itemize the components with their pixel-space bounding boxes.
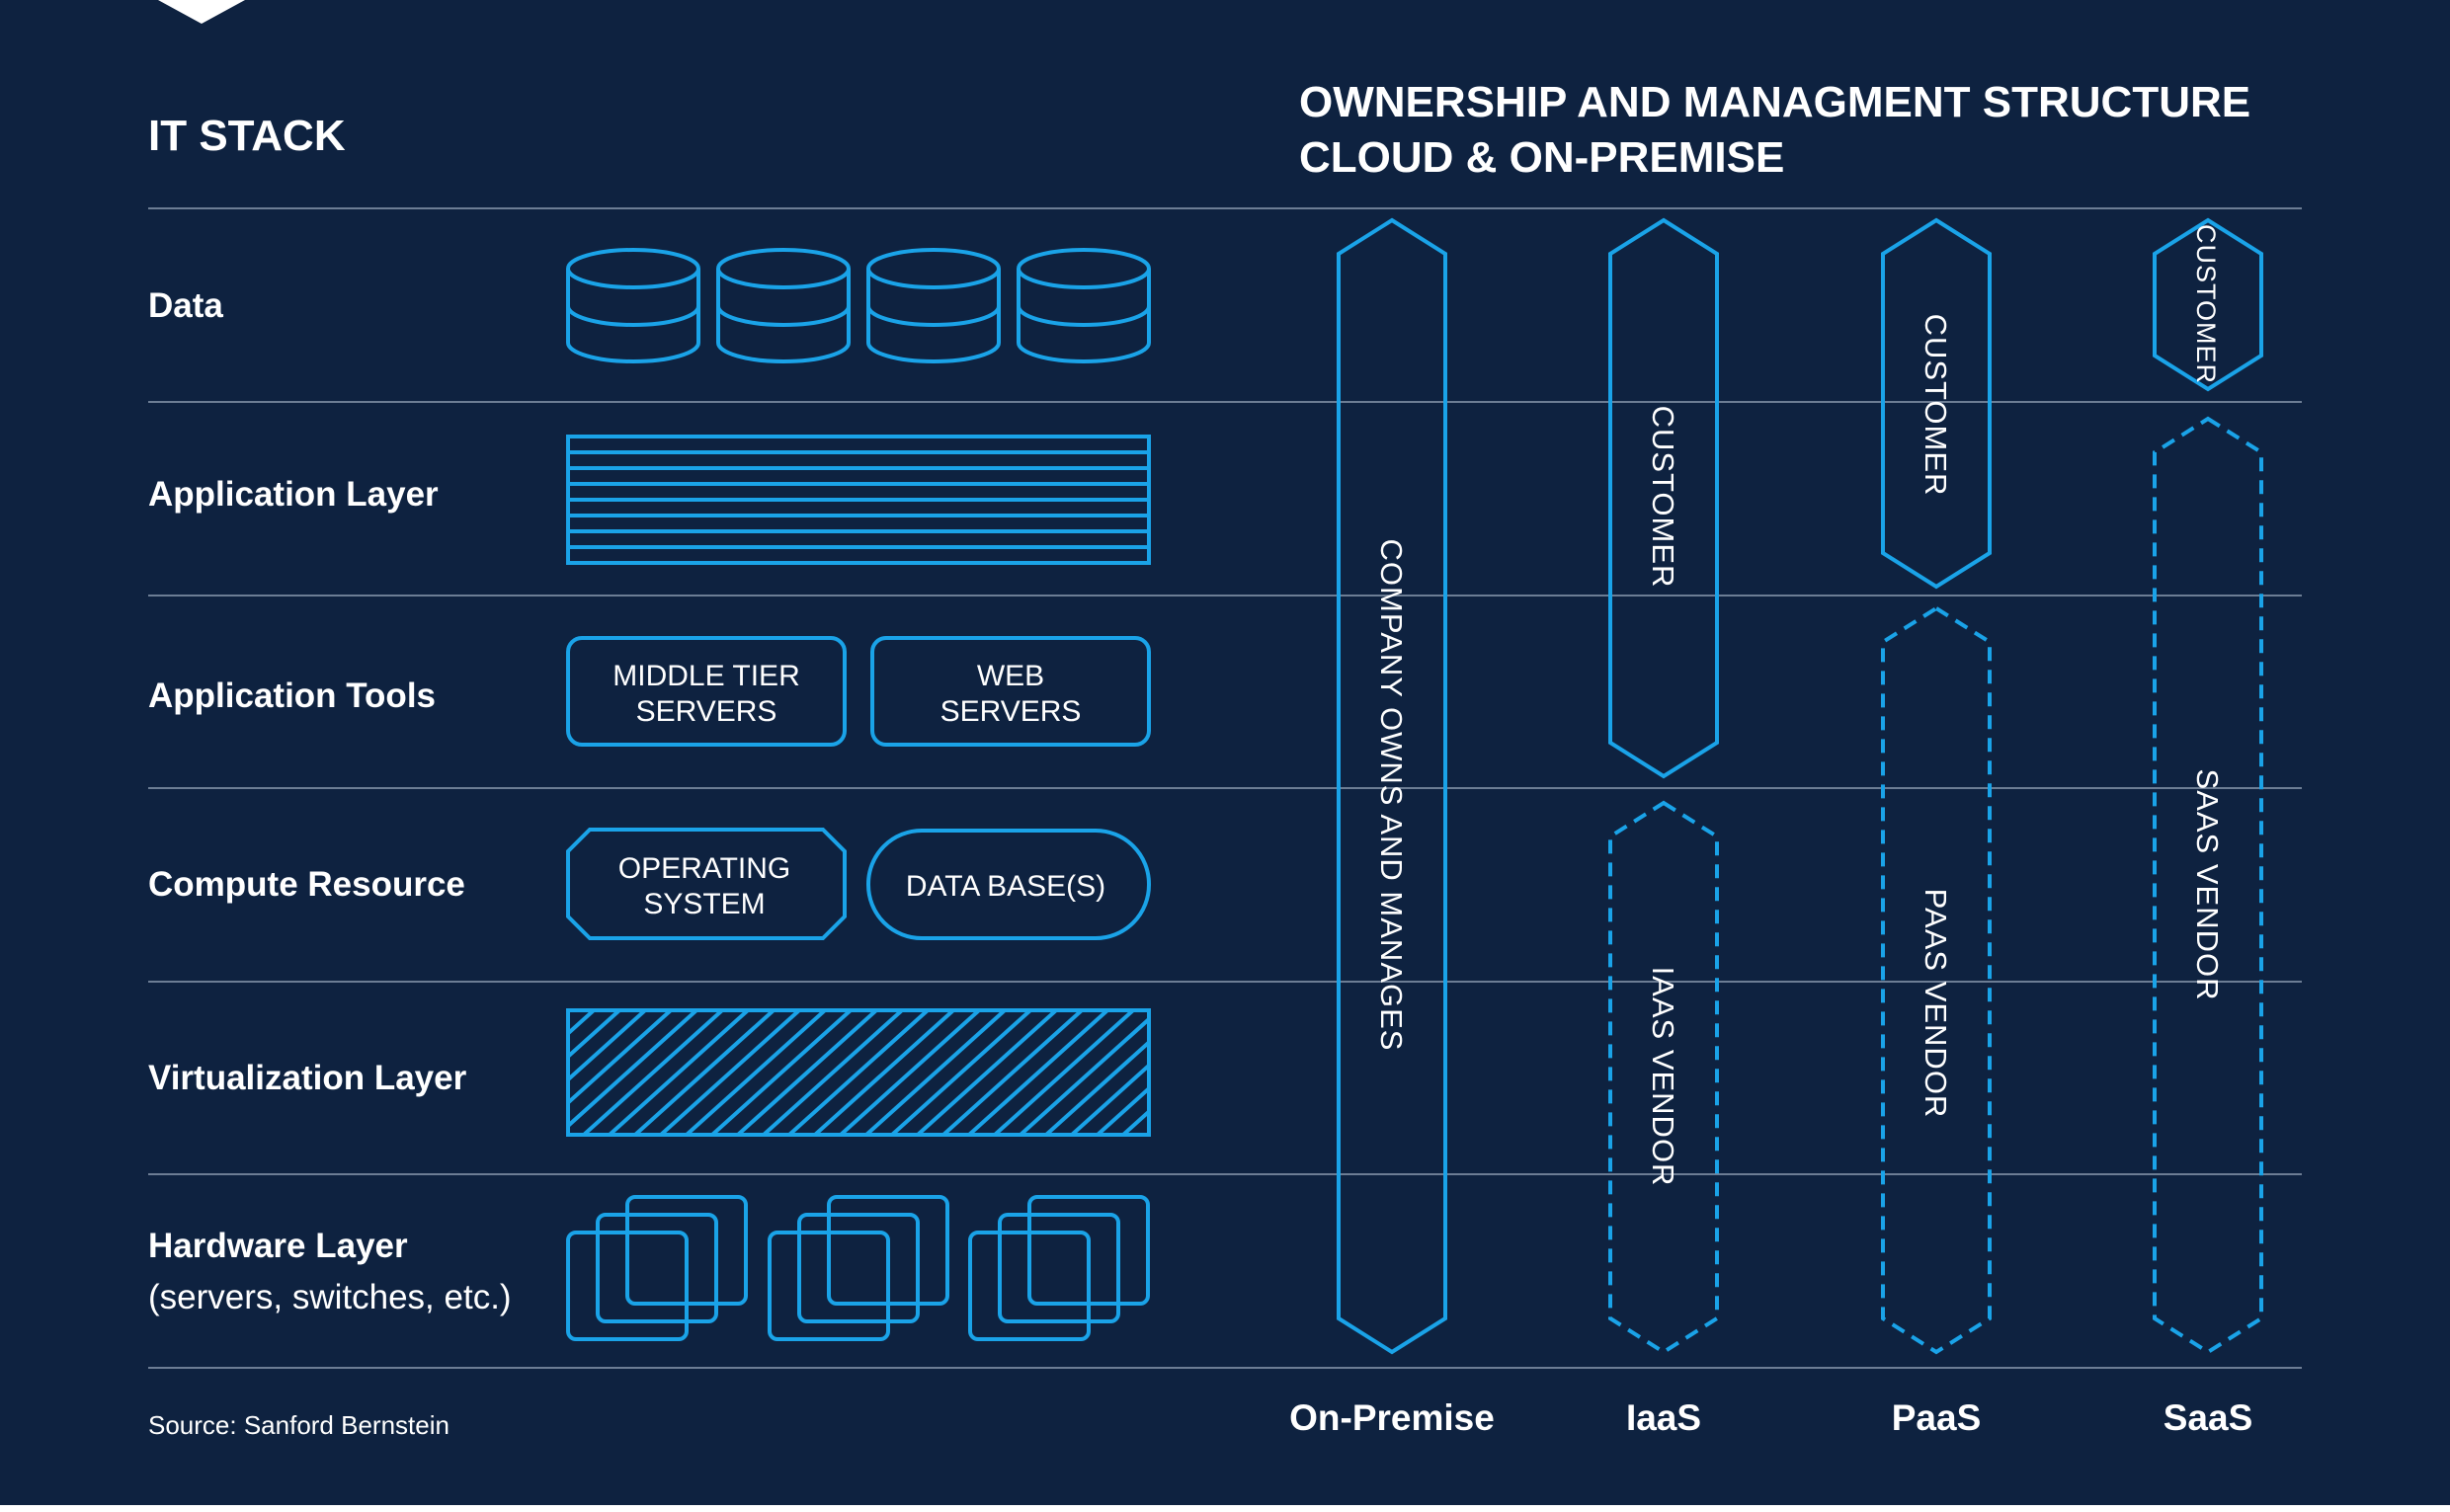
operating-system-box: OPERATING SYSTEM [566, 828, 847, 940]
hatch-line [941, 1010, 1084, 1135]
middle-tier-label-1: MIDDLE TIER [612, 660, 799, 692]
hatch-line [582, 1010, 724, 1135]
hatch-line [993, 1010, 1135, 1135]
hatch-line [967, 1010, 1109, 1135]
server-box [596, 1213, 718, 1323]
hatch-line [710, 1010, 853, 1135]
database-cylinder-icon [566, 248, 700, 363]
os-label-1: OPERATING [618, 852, 790, 885]
hatch-line [1121, 1108, 1149, 1135]
hatch-line [568, 1010, 596, 1037]
databases-box: DATA BASE(S) [866, 829, 1151, 940]
stacked-layers-icon [566, 435, 1151, 565]
hatch-line [1096, 1085, 1149, 1135]
server-box [768, 1231, 890, 1341]
column-label-saas: SaaS [2164, 1397, 2253, 1438]
middle-tier-servers-box: MIDDLE TIER SERVERS [566, 636, 847, 747]
server-box [797, 1213, 920, 1323]
saas-column: CUSTOMER SAAS VENDOR [2153, 217, 2263, 1355]
row-label-data: Data [148, 286, 223, 325]
server-box [998, 1213, 1120, 1323]
paas-column: CUSTOMER PAAS VENDOR [1881, 217, 1992, 1355]
saas-customer-label: CUSTOMER [2191, 224, 2221, 384]
databases-label: DATA BASE(S) [906, 870, 1105, 903]
hatch-line [1070, 1063, 1149, 1135]
database-cylinder-icon [716, 248, 851, 363]
database-cylinder-icon [1017, 248, 1151, 363]
web-servers-label-1: WEB [977, 660, 1044, 692]
row-label-compute-resource: Compute Resource [148, 865, 465, 904]
hatch-line [813, 1010, 955, 1135]
paas-vendor-label: PAAS VENDOR [1919, 889, 1953, 1119]
on-premise-column: COMPANY OWNS AND MANAGES [1337, 217, 1447, 1355]
hatched-block-icon [566, 1008, 1151, 1137]
saas-vendor-bar [2153, 416, 2263, 1355]
on-premise-owner-bar [1337, 217, 1447, 1355]
row-label-hardware-sub: (servers, switches, etc.) [148, 1278, 512, 1316]
hatch-line [568, 1010, 621, 1060]
row-dividers [148, 207, 2302, 1369]
hatch-line [890, 1010, 1032, 1135]
on-premise-owner-label: COMPANY OWNS AND MANAGES [1374, 539, 1409, 1052]
hatch-line [568, 1010, 698, 1129]
server-stack-icons [566, 1195, 1150, 1341]
paas-customer-bar [1881, 217, 1992, 590]
server-box [566, 1231, 689, 1341]
hatch-line [736, 1010, 878, 1135]
row-label-hardware-layer: Hardware Layer [148, 1227, 408, 1265]
ownership-heading: OWNERSHIP AND MANAGMENT STRUCTURE [1299, 78, 2250, 126]
iaas-column: CUSTOMER IAAS VENDOR [1608, 217, 1719, 1355]
saas-vendor-label: SAAS VENDOR [2190, 769, 2225, 1001]
hatch-line [1044, 1039, 1149, 1135]
iaas-vendor-label: IAAS VENDOR [1646, 967, 1680, 1187]
server-box [968, 1231, 1091, 1341]
paas-customer-label: CUSTOMER [1919, 314, 1953, 497]
hatch-line [1147, 1132, 1149, 1135]
web-servers-box: WEB SERVERS [870, 636, 1151, 747]
server-stack-icon [566, 1195, 748, 1341]
column-label-paas: PaaS [1892, 1397, 1982, 1438]
hatch-line [787, 1010, 930, 1135]
saas-customer-bar [2153, 217, 2263, 392]
row-label-application-layer: Application Layer [148, 475, 439, 514]
hatch-line [633, 1010, 776, 1135]
hatch-line [568, 1010, 673, 1106]
iaas-customer-label: CUSTOMER [1646, 406, 1680, 589]
hatch-line [568, 1010, 647, 1082]
os-label-2: SYSTEM [643, 888, 765, 920]
database-cylinder-icons [566, 248, 1151, 363]
iaas-customer-bar [1608, 217, 1719, 779]
hatch-line [1019, 1016, 1149, 1135]
column-label-iaas: IaaS [1626, 1397, 1701, 1438]
web-servers-label-2: SERVERS [940, 695, 1082, 728]
hatch-line [839, 1010, 981, 1135]
paas-vendor-bar [1881, 605, 1992, 1355]
hatch-line [685, 1010, 827, 1135]
row-label-virtualization-layer: Virtualization Layer [148, 1059, 467, 1097]
hatch-line [916, 1010, 1058, 1135]
it-stack-heading: IT STACK [148, 112, 346, 160]
column-label-on-premise: On-Premise [1289, 1397, 1495, 1438]
hatch-line [864, 1010, 1007, 1135]
hatch-line [608, 1010, 750, 1135]
corner-notch [158, 0, 245, 24]
ownership-subheading: CLOUD & ON-PREMISE [1299, 133, 1784, 182]
hatch-line [762, 1010, 904, 1135]
row-label-application-tools: Application Tools [148, 676, 436, 715]
middle-tier-label-2: SERVERS [636, 695, 777, 728]
server-stack-icon [968, 1195, 1150, 1341]
database-cylinder-icon [866, 248, 1001, 363]
server-stack-icon [768, 1195, 949, 1341]
source-note: Source: Sanford Bernstein [148, 1410, 449, 1440]
hatch-line [659, 1010, 801, 1135]
